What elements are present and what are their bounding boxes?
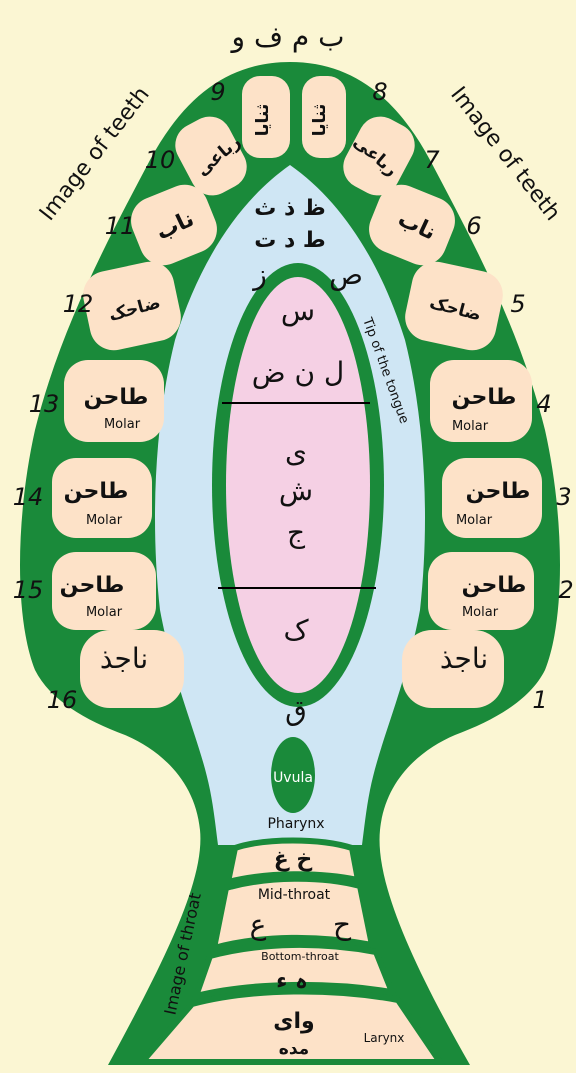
mid-throat-letter-right: ح — [333, 908, 352, 941]
inner-letter-k: ک — [283, 614, 309, 647]
tooth-number-16: 16 — [47, 686, 78, 714]
tooth-number-5: 5 — [510, 290, 525, 318]
tooth-sub-13: Molar — [104, 417, 141, 432]
tooth-name-15: طاحن — [60, 573, 125, 598]
tooth-name-3: طاحن — [466, 479, 531, 504]
tooth-number-14: 14 — [13, 483, 44, 511]
tooth-number-13: 13 — [29, 390, 60, 418]
tooth-name-1: ناجذ — [440, 642, 488, 675]
inner-letters-lnd: ل ن ض — [252, 356, 345, 389]
tooth-name-13: طاحن — [84, 385, 149, 410]
pharynx-label: Pharynx — [267, 816, 324, 832]
uvula-label: Uvula — [273, 770, 313, 786]
tooth-sub-15: Molar — [86, 605, 123, 620]
tooth-sub-4: Molar — [452, 419, 489, 434]
inner-letter-s: س — [281, 294, 315, 327]
tooth-number-4: 4 — [536, 390, 551, 418]
upper-throat-letters: خ غ — [274, 847, 313, 872]
tooth-sub-3: Molar — [456, 513, 493, 528]
tooth-sub-2: Molar — [462, 605, 499, 620]
lip-letters: ب م ف و — [230, 20, 345, 53]
tooth-number-15: 15 — [13, 576, 44, 604]
tooth-name-9: ثنایا — [253, 104, 273, 136]
tooth-number-7: 7 — [424, 146, 440, 174]
tongue-letters-row2: ط د ت — [254, 228, 326, 253]
tooth-number-8: 8 — [372, 78, 387, 106]
larynx-label: Larynx — [364, 1031, 405, 1045]
tooth-name-8: ثنایا — [310, 104, 330, 136]
tooth-number-10: 10 — [145, 146, 176, 174]
bottom-throat-label: Bottom-throat — [261, 950, 339, 963]
tooth-sub-14: Molar — [86, 513, 123, 528]
inner-letter-sh: ش — [279, 474, 313, 507]
tooth-name-14: طاحن — [64, 479, 129, 504]
tooth-number-12: 12 — [63, 290, 94, 318]
qaf-letter: ق — [285, 694, 307, 727]
mid-throat-label: Mid-throat — [258, 887, 331, 903]
mid-throat-letter-left: ع — [250, 908, 267, 941]
tooth-number-2: 2 — [558, 576, 573, 604]
tongue-letter-s: ص — [329, 258, 363, 291]
inner-letter-j: ج — [287, 516, 306, 550]
tooth-name-4: طاحن — [452, 385, 517, 410]
larynx-letters-1: وای — [273, 1009, 314, 1034]
larynx-letters-2: مده — [279, 1039, 309, 1059]
tooth-number-1: 1 — [532, 686, 547, 714]
bottom-throat-letters: ہ ء — [276, 969, 308, 994]
tooth-name-2: طاحن — [462, 573, 527, 598]
tooth-name-16: ناجذ — [100, 642, 148, 675]
tooth-number-3: 3 — [556, 483, 571, 511]
inner-letter-y: ی — [285, 436, 307, 469]
tooth-number-11: 11 — [105, 212, 136, 240]
tooth-number-9: 9 — [210, 78, 225, 106]
tooth-number-6: 6 — [466, 212, 481, 240]
tongue-letters-row1: ظ ذ ث — [254, 196, 326, 221]
tongue-letter-z: ز — [251, 258, 267, 291]
teeth-label-right: Image of teeth — [445, 82, 565, 225]
